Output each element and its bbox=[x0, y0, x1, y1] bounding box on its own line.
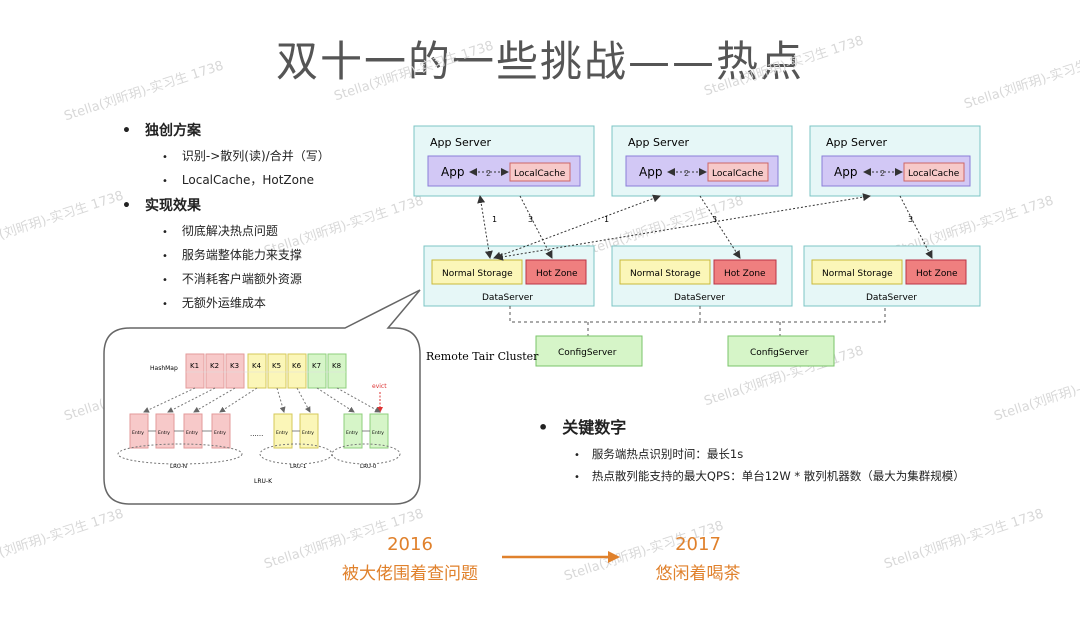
key-numbers-list: 服务端热点识别时间：最长1s 热点散列能支持的最大QPS：单台12W * 散列机… bbox=[538, 446, 1018, 484]
app-server-label: App Server bbox=[628, 136, 690, 149]
ellipsis: ...... bbox=[250, 430, 263, 438]
key-label: K7 bbox=[312, 362, 321, 370]
data-server-label: DataServer bbox=[674, 293, 725, 303]
cluster-label: Remote Tair Cluster bbox=[426, 350, 539, 363]
section-heading-solution: 独创方案 bbox=[122, 120, 422, 140]
entry-label: Entry bbox=[302, 430, 314, 436]
solution-bullets: 独创方案 识别->散列(读)/合并（写） LocalCache，HotZone … bbox=[122, 114, 422, 318]
data-server-1: Normal Storage Hot Zone DataServer bbox=[423, 245, 595, 307]
list-item: 服务端整体能力来支撑 bbox=[162, 246, 422, 263]
edge-label: 3 bbox=[712, 215, 717, 224]
timeline-year: 2016 bbox=[387, 534, 433, 555]
data-server-label: DataServer bbox=[482, 293, 533, 303]
list-item: LocalCache，HotZone bbox=[162, 171, 422, 188]
entry-label: Entry bbox=[186, 430, 198, 436]
data-server-2: Normal Storage Hot Zone DataServer bbox=[611, 245, 793, 307]
list-item: 识别->散列(读)/合并（写） bbox=[162, 147, 422, 164]
callout-bubble bbox=[103, 289, 421, 505]
list-item: 彻底解决热点问题 bbox=[162, 222, 422, 239]
timeline-desc: 悠闲着喝茶 bbox=[655, 564, 741, 584]
entry-label: Entry bbox=[214, 430, 226, 436]
normal-storage-label: Normal Storage bbox=[442, 269, 513, 279]
data-server-label: DataServer bbox=[866, 293, 917, 303]
arrow-label: 2 bbox=[486, 169, 491, 178]
hot-zone-label: Hot Zone bbox=[724, 269, 766, 279]
arrow-label: 2 bbox=[684, 169, 689, 178]
app-server-2: App Server App LocalCache 2 bbox=[611, 125, 793, 197]
app-server-label: App Server bbox=[826, 136, 888, 149]
local-cache-label: LocalCache bbox=[908, 169, 960, 179]
entry-label: Entry bbox=[346, 430, 358, 436]
timeline-arrow bbox=[502, 551, 620, 563]
config-server-2: ConfigServer bbox=[727, 335, 835, 367]
key-numbers-heading: 关键数字 bbox=[538, 414, 1018, 438]
data-server-3: Normal Storage Hot Zone DataServer bbox=[803, 245, 981, 307]
timeline-left: 2016 被大佬围着查问题 bbox=[330, 534, 490, 584]
key-label: K4 bbox=[252, 362, 262, 370]
hashmap-label: HashMap bbox=[150, 365, 178, 372]
app-label: App bbox=[639, 165, 662, 179]
arrow-label: 2 bbox=[880, 169, 885, 178]
lru-n-label: LRU-N bbox=[170, 464, 187, 470]
key-label: K1 bbox=[190, 362, 199, 370]
key-label: K5 bbox=[272, 362, 281, 370]
cluster-bus bbox=[509, 306, 886, 336]
key-label: K8 bbox=[332, 362, 341, 370]
key-links bbox=[143, 387, 381, 413]
config-server-1: ConfigServer bbox=[535, 335, 643, 367]
timeline-year: 2017 bbox=[675, 534, 721, 555]
solution-list: 识别->散列(读)/合并（写） LocalCache，HotZone bbox=[122, 147, 422, 188]
lru-entries: Entry Entry Entry Entry ...... Entry Ent… bbox=[129, 413, 389, 449]
list-item: 服务端热点识别时间：最长1s bbox=[574, 446, 1018, 462]
lru-loops bbox=[117, 443, 401, 465]
evict-label: evict bbox=[372, 383, 387, 390]
entry-label: Entry bbox=[276, 430, 288, 436]
app-label: App bbox=[834, 165, 857, 179]
lru-diagram: HashMap K1 K2 K3 K4 K5 K6 K7 K8 evict En… bbox=[117, 353, 401, 485]
key-label: K2 bbox=[210, 362, 219, 370]
section-heading-effect: 实现效果 bbox=[122, 195, 422, 215]
list-item: 无额外运维成本 bbox=[162, 294, 422, 311]
connection-lines bbox=[477, 193, 933, 261]
entry-label: Entry bbox=[372, 430, 384, 436]
key-label: K6 bbox=[292, 362, 302, 370]
config-server-label: ConfigServer bbox=[558, 348, 617, 358]
slide-title: 双十一的一些挑战——热点 bbox=[275, 37, 804, 86]
timeline-right: 2017 悠闲着喝茶 bbox=[618, 534, 778, 584]
lru-0-label: LRU-0 bbox=[360, 464, 377, 470]
normal-storage-label: Normal Storage bbox=[822, 269, 893, 279]
list-item: 热点散列能支持的最大QPS：单台12W * 散列机器数（最大为集群规模） bbox=[574, 468, 1018, 484]
list-item: 不消耗客户端额外资源 bbox=[162, 270, 422, 287]
hot-zone-label: Hot Zone bbox=[916, 269, 958, 279]
edge-label: 3 bbox=[908, 215, 913, 224]
key-label: K3 bbox=[230, 362, 239, 370]
entry-label: Entry bbox=[158, 430, 170, 436]
config-server-label: ConfigServer bbox=[750, 348, 809, 358]
edge-label: 1 bbox=[604, 215, 609, 224]
lru-1-label: LRU-1 bbox=[290, 464, 306, 470]
hot-zone-label: Hot Zone bbox=[536, 269, 578, 279]
entry-label: Entry bbox=[132, 430, 144, 436]
hashmap-keys: K1 K2 K3 K4 K5 K6 K7 K8 bbox=[185, 353, 347, 389]
app-server-3: App Server App LocalCache 2 bbox=[809, 125, 981, 197]
edge-label: 1 bbox=[492, 215, 497, 224]
timeline-desc: 被大佬围着查问题 bbox=[342, 564, 478, 584]
local-cache-label: LocalCache bbox=[712, 169, 764, 179]
lru-k-label: LRU-K bbox=[254, 478, 273, 485]
key-numbers: 关键数字 服务端热点识别时间：最长1s 热点散列能支持的最大QPS：单台12W … bbox=[538, 414, 1018, 490]
normal-storage-label: Normal Storage bbox=[630, 269, 701, 279]
app-server-1: App Server App LocalCache 2 bbox=[413, 125, 595, 197]
edge-label: 3 bbox=[528, 215, 533, 224]
app-server-label: App Server bbox=[430, 136, 492, 149]
local-cache-label: LocalCache bbox=[514, 169, 566, 179]
effect-list: 彻底解决热点问题 服务端整体能力来支撑 不消耗客户端额外资源 无额外运维成本 bbox=[122, 222, 422, 311]
app-label: App bbox=[441, 165, 464, 179]
